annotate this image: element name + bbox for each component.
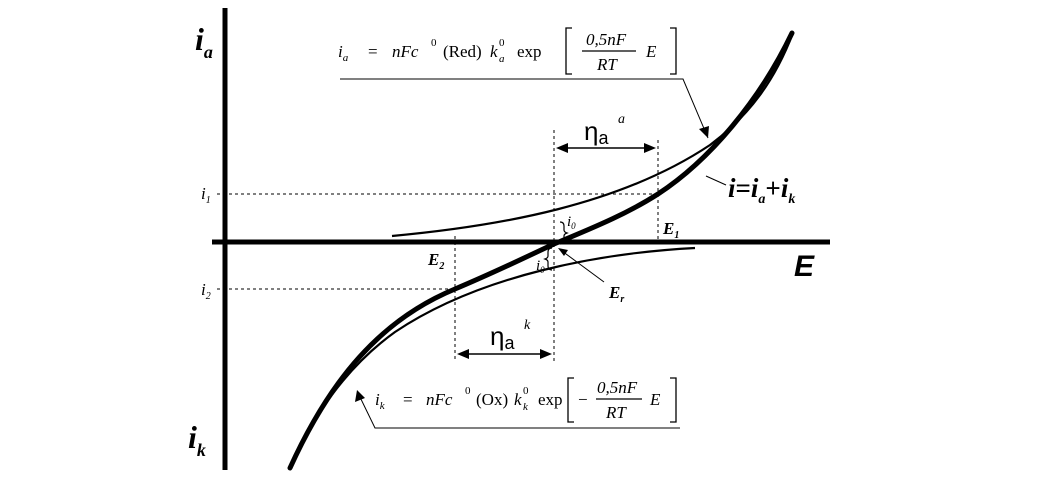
lower-i0-brace [543, 247, 553, 271]
cathodic-leader-arrowhead [355, 390, 365, 402]
svg-text:k: k [514, 390, 522, 409]
svg-text:E: E [645, 42, 657, 61]
upper-i0-label: i0 [567, 214, 576, 231]
svg-text:0: 0 [465, 385, 471, 397]
cathodic-overpotential-arrow [457, 349, 552, 359]
e2-label: E2 [427, 250, 444, 272]
svg-text:ia: ia [338, 42, 349, 64]
svg-text:k: k [523, 401, 529, 413]
er-leader [561, 250, 605, 283]
anodic-formula-bracket [565, 27, 677, 75]
svg-text:E: E [649, 390, 661, 409]
upper-i0-brace [559, 221, 569, 245]
total-current-curve [287, 30, 795, 471]
svg-text:exp: exp [538, 390, 563, 409]
svg-text:=: = [403, 390, 413, 409]
cathodic-formula: ik = nFc 0 (Ox) k k 0 exp − 0,5nF RT E [375, 378, 661, 422]
potential-axis-label: E [794, 250, 815, 283]
svg-text:0: 0 [523, 385, 529, 397]
cathodic-formula-bracket [567, 377, 677, 423]
cathodic-formula-leader [357, 392, 680, 429]
svg-text:RT: RT [605, 403, 627, 422]
svg-text:nFc: nFc [426, 390, 453, 409]
anodic-partial-curve [391, 32, 795, 238]
svg-text:(Ox): (Ox) [476, 390, 508, 409]
svg-text:0,5nF: 0,5nF [597, 378, 638, 397]
i2-label: i2 [201, 280, 211, 302]
lower-i0-label: i0 [536, 258, 545, 275]
anodic-overpotential-sup: a [618, 112, 625, 127]
svg-text:k: k [490, 42, 498, 61]
svg-text:a: a [499, 53, 505, 65]
cathodic-partial-curve [288, 246, 696, 471]
svg-text:−: − [578, 390, 588, 409]
anodic-formula-leader [340, 78, 709, 139]
total-current-label: i=ia+ik [728, 173, 795, 207]
current-axis-bottom-label: ik [188, 419, 206, 460]
svg-text:0: 0 [499, 37, 505, 49]
anodic-leader-arrowhead [699, 126, 709, 138]
anodic-overpotential-label: ηa [584, 116, 609, 148]
cathodic-overpotential-label: ηa [490, 321, 515, 353]
er-leader-arrowhead [558, 248, 568, 256]
i1-label: i1 [201, 184, 211, 206]
anodic-formula: ia = nFc 0 (Red) k a 0 exp 0,5nF RT E [338, 30, 657, 74]
svg-text:0: 0 [431, 37, 437, 49]
cathodic-overpotential-sup: k [524, 318, 531, 333]
guide-lines [217, 130, 659, 362]
svg-text:=: = [368, 42, 378, 61]
svg-text:0,5nF: 0,5nF [586, 30, 627, 49]
svg-text:nFc: nFc [392, 42, 419, 61]
svg-text:(Red): (Red) [443, 42, 482, 61]
leader-lines [340, 78, 727, 429]
svg-text:ik: ik [375, 390, 386, 412]
exchange-current-braces [543, 221, 569, 271]
svg-text:RT: RT [596, 55, 618, 74]
svg-text:exp: exp [517, 42, 542, 61]
e1-label: E1 [662, 219, 679, 241]
current-axis-top-label: ia [195, 21, 213, 62]
er-label: Er [608, 283, 624, 305]
total-current-leader [705, 175, 727, 186]
anodic-overpotential-arrow [556, 143, 656, 153]
